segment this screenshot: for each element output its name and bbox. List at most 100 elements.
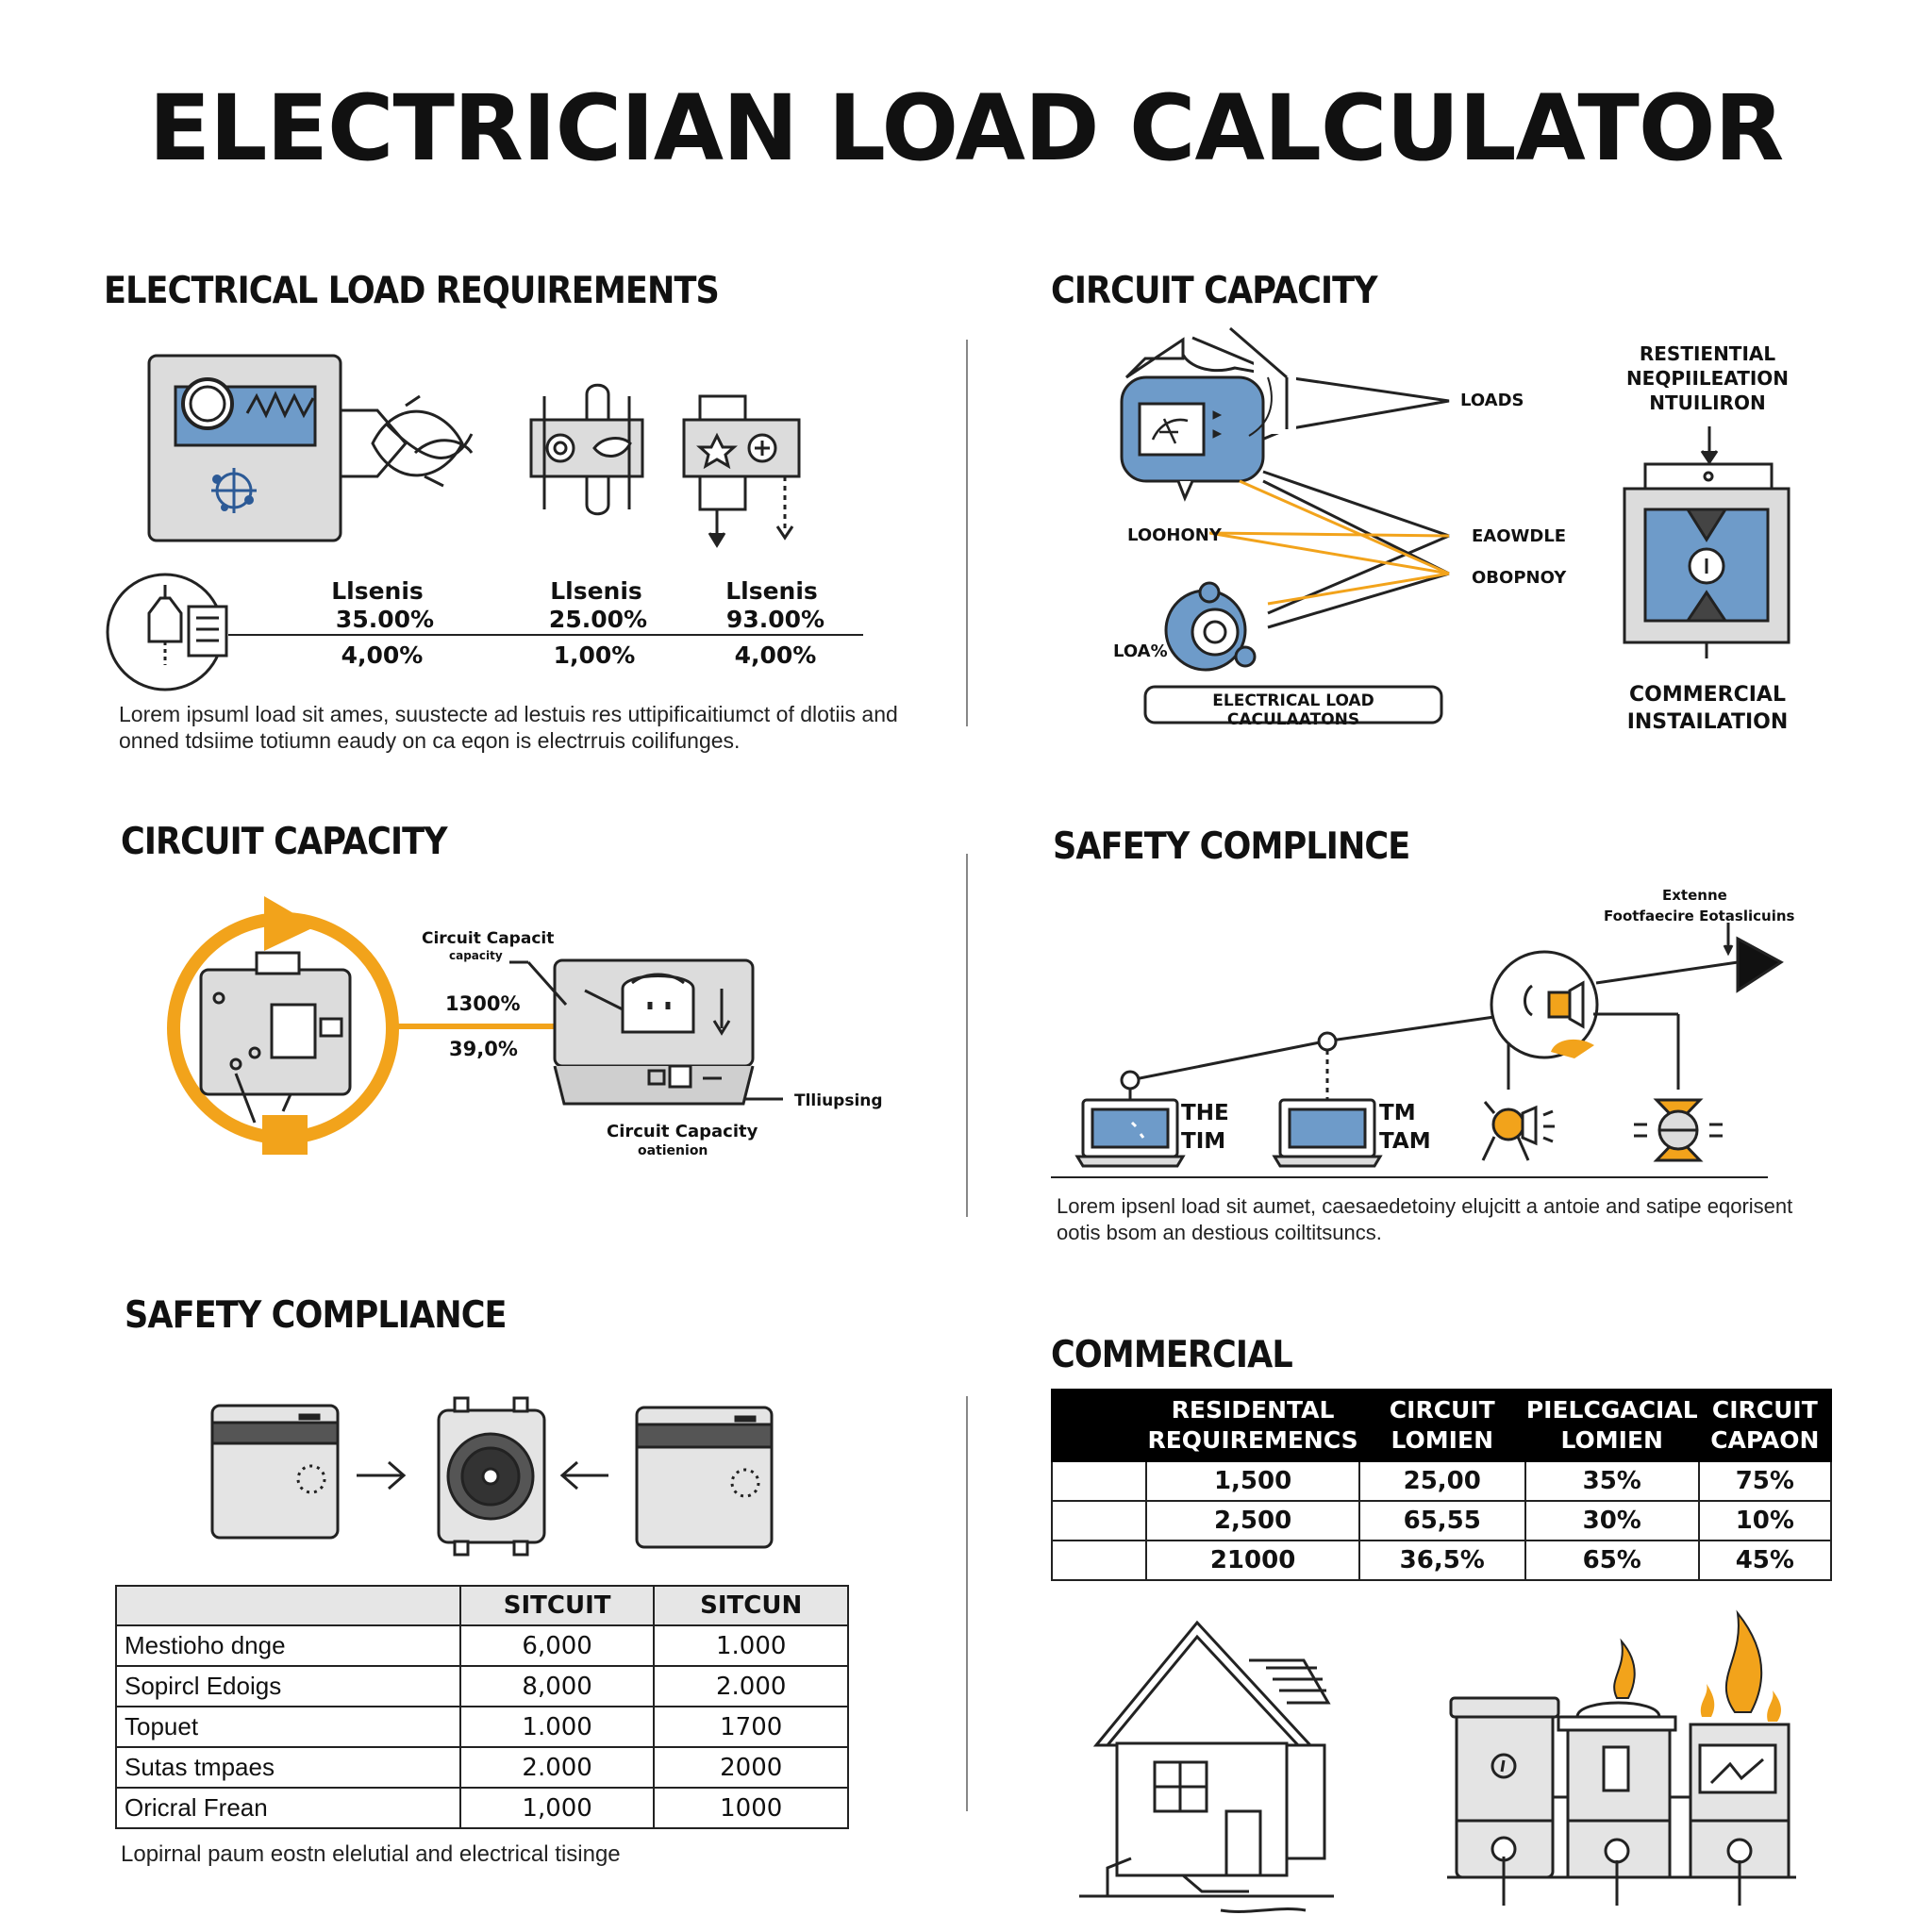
table-cell: 30% <box>1524 1500 1700 1541</box>
table-cell: Mestioho dnge <box>115 1624 461 1667</box>
tim-label-1: THE TIM <box>1181 1099 1229 1156</box>
table-cell: Sopircl Edoigs <box>115 1665 461 1707</box>
buildings-illustration <box>1079 1609 1796 1913</box>
table-cell: 1.000 <box>653 1624 849 1667</box>
load-requirements-illustration <box>106 354 863 691</box>
table-row: 1,500 25,00 35% 75% <box>1050 1460 1833 1502</box>
label-obopnoy: OBOPNOY <box>1472 568 1567 588</box>
fuse-circle-icon <box>106 573 863 691</box>
table-cell: 35% <box>1524 1460 1700 1502</box>
tim-line: TIM <box>1181 1129 1226 1154</box>
residential-line: NEQPIILEATION <box>1625 367 1790 390</box>
label-loohony: LOOHONY <box>1127 525 1222 545</box>
table-cell: 36,5% <box>1357 1540 1526 1581</box>
caption-line: onned tdsiime totiumn eaudy on ca eqon i… <box>119 728 741 753</box>
table-cell: 2,500 <box>1145 1500 1360 1541</box>
stat-value-2a: 25.00% <box>548 606 648 633</box>
caption-line: Lopirnal paum eostn elelutial and electr… <box>121 1841 621 1867</box>
table-header-row: RESIDENTAL REQUIREMENCS CIRCUIT LOMIEN P… <box>1050 1389 1833 1462</box>
table-header: SITCUIT <box>458 1585 656 1626</box>
table-row: 21000 36,5% 65% 45% <box>1050 1540 1833 1581</box>
table-cell: 65,55 <box>1357 1500 1526 1541</box>
table-header <box>1050 1389 1148 1462</box>
page-title: ELECTRICIAN LOAD CALCULATOR <box>148 75 1785 181</box>
table-cell: 1.000 <box>458 1706 656 1748</box>
load-calculations-button[interactable]: ELECTRICAL LOAD CACULAATONS <box>1212 691 1374 729</box>
table-cell: 1,500 <box>1145 1460 1360 1502</box>
commercial-table: RESIDENTAL REQUIREMENCS CIRCUIT LOMIEN P… <box>1050 1389 1833 1581</box>
table-cell: 45% <box>1697 1540 1833 1581</box>
table-cell <box>1050 1460 1148 1502</box>
safety-bottom-title: SAFETY COMPLIANCE <box>125 1294 508 1337</box>
outlet-device-icon <box>529 383 644 516</box>
table-row: Sopircl Edoigs 8,000 2.000 <box>115 1665 849 1707</box>
table-header: CIRCUIT CAPAON <box>1697 1389 1833 1462</box>
cc-tripping-label: Tlliupsing <box>794 1091 883 1110</box>
safety-top-label: Extenne <box>1662 887 1727 904</box>
circuit-capacity-diagram <box>1120 326 1790 724</box>
stat-value-3a: 93.00% <box>725 606 825 633</box>
label-eaowdle: EAOWDLE <box>1472 526 1567 546</box>
divider-bottom <box>966 1396 968 1811</box>
commercial-line: COMMERCIAL <box>1629 683 1786 707</box>
table-header: RESIDENTAL REQUIREMENCS <box>1145 1389 1360 1462</box>
tim-line: TM <box>1379 1101 1416 1125</box>
cc-label-top-sub: capacity <box>449 949 503 962</box>
table-cell: 25,00 <box>1357 1460 1526 1502</box>
circuit-capacity-mid-title: CIRCUIT CAPACITY <box>121 821 448 863</box>
commercial-installation-label: COMMERCIAL INSTAILATION <box>1604 681 1811 736</box>
caption-line: Lorem ipsuml load sit ames, suustecte ad… <box>119 702 898 726</box>
caption-line: ootis bsom an destious coiltitsuncs. <box>1057 1221 1382 1244</box>
cc-label-bottom-sub: oatienion <box>638 1143 708 1158</box>
safety-chain-diagram <box>1051 923 1784 1178</box>
tim-line: TAM <box>1379 1129 1431 1154</box>
table-cell: 2000 <box>653 1746 849 1789</box>
stat-value-1b: 4,00% <box>341 641 424 669</box>
table-header <box>115 1585 461 1626</box>
table-row: Topuet 1.000 1700 <box>115 1706 849 1748</box>
circuit-capacity-top-title: CIRCUIT CAPACITY <box>1051 270 1378 312</box>
wiring-knot-icon <box>341 394 474 488</box>
table-cell: 6,000 <box>458 1624 656 1667</box>
table-header: CIRCUIT LOMIEN <box>1357 1389 1526 1462</box>
table-cell: 2.000 <box>458 1746 656 1789</box>
residential-label: RESTIENTIAL NEQPIILEATION NTUILIRON <box>1604 341 1811 415</box>
breaker-device-icon <box>682 394 801 548</box>
table-cell: 2.000 <box>653 1665 849 1707</box>
safety-top-sublabel: Footfaecire Eotaslicuins <box>1604 908 1795 924</box>
safety-bottom-caption: Lopirnal paum eostn elelutial and electr… <box>121 1841 621 1868</box>
table-row: Mestioho dnge 6,000 1.000 <box>115 1624 849 1667</box>
tim-line: THE <box>1181 1101 1229 1125</box>
divider-top <box>966 340 968 726</box>
table-cell: 1,000 <box>458 1787 656 1829</box>
stat-label-1: Llsenis <box>331 577 424 605</box>
table-row: Sutas tmpaes 2.000 2000 <box>115 1746 849 1789</box>
appliance-illustration <box>210 1396 774 1557</box>
cc-label-bottom: Circuit Capacity <box>607 1122 758 1141</box>
divider-mid <box>966 854 968 1217</box>
stat-value-2b: 1,00% <box>553 641 636 669</box>
meter-panel-icon <box>147 354 342 542</box>
stat-label-2: Llsenis <box>550 577 642 605</box>
table-cell: 21000 <box>1145 1540 1360 1581</box>
residential-line: NTUILIRON <box>1649 391 1766 414</box>
table-row: 2,500 65,55 30% 10% <box>1050 1500 1833 1541</box>
cc-label-top: Circuit Capacit <box>422 929 555 948</box>
table-cell: 1000 <box>653 1787 849 1829</box>
safety-mid-caption: Lorem ipsenl load sit aumet, caesaedetoi… <box>1057 1193 1792 1246</box>
table-cell <box>1050 1540 1148 1581</box>
table-cell: 8,000 <box>458 1665 656 1707</box>
table-header: PIELCGACIAL LOMIEN <box>1524 1389 1700 1462</box>
cc-pct-1: 1300% <box>445 992 521 1015</box>
safety-compliance-table: SITCUIT SITCUN Mestioho dnge 6,000 1.000… <box>115 1585 849 1829</box>
table-header: SITCUN <box>653 1585 849 1626</box>
commercial-title: COMMERCIAL <box>1051 1334 1293 1376</box>
label-loa: LOA% <box>1113 641 1168 661</box>
commercial-line: INSTAILATION <box>1626 710 1789 734</box>
caption-line: Lorem ipsenl load sit aumet, caesaedetoi… <box>1057 1194 1793 1218</box>
table-cell: Oricral Frean <box>115 1787 461 1829</box>
table-cell <box>1050 1500 1148 1541</box>
circuit-breaker-diagram <box>167 896 783 1155</box>
load-requirements-caption: Lorem ipsuml load sit ames, suustecte ad… <box>119 701 898 754</box>
table-cell: 65% <box>1524 1540 1700 1581</box>
